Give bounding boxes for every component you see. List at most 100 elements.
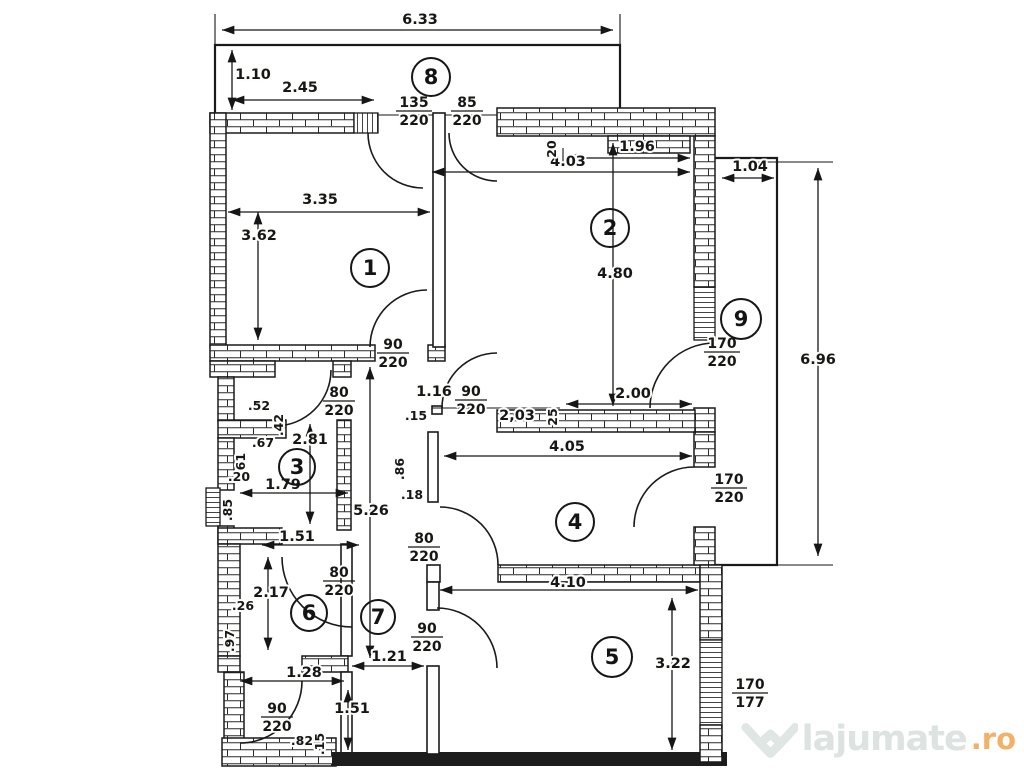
dim-r1-height: 3.62 [241, 228, 277, 244]
room-number-1: 1 [363, 256, 378, 280]
door-arc-room4-pass [439, 506, 499, 566]
door-label-balcony9-w: 170 [707, 336, 736, 352]
wall-segment [426, 564, 441, 583]
door-label-room3-w: 80 [329, 385, 349, 401]
dim-r3-s85: .85 [220, 499, 235, 521]
window-left [205, 487, 221, 527]
door-arc-85 [448, 132, 498, 182]
door-label-room4-right-h: 220 [714, 490, 743, 506]
door-label-85-w: 85 [457, 95, 476, 111]
wall-segment [496, 409, 696, 433]
wall-segment [426, 665, 440, 755]
wall-segment [426, 581, 440, 611]
dim-r1-width: 3.35 [302, 192, 338, 208]
room-markers: 1 2 3 4 5 6 7 8 9 [278, 57, 762, 678]
dimension-labels: 6.33 1.10 2.45 3.35 3.62 4.03 1.96 20 1.… [218, 10, 838, 757]
door-label-room6-w: 80 [329, 565, 349, 581]
wall-bottom [332, 752, 727, 766]
wall-segment [217, 437, 235, 491]
wall-segment [209, 360, 276, 378]
dim-r6-height: 2.17 [253, 585, 289, 601]
room-number-3: 3 [290, 455, 305, 479]
wall-segment [223, 671, 245, 743]
room-number-8: 8 [424, 65, 439, 89]
dim-b9-width: 1.04 [732, 159, 768, 175]
wall-segment [693, 135, 716, 288]
door-arcs [239, 132, 716, 744]
wall-room4-room5 [497, 564, 701, 583]
room-circle-2 [590, 208, 630, 248]
dim-entry-s82: .82 [291, 733, 313, 748]
wall-segment [217, 419, 287, 439]
window-top [353, 112, 379, 134]
dim-r2-top: 4.03 [550, 154, 586, 170]
wall-segment [693, 526, 716, 566]
door-label-room5-w: 90 [417, 621, 437, 637]
watermark-brand: lajumate [801, 719, 968, 759]
wall-segment [217, 376, 235, 423]
room-circle-9 [720, 298, 762, 340]
dim-r5-width: 4.10 [550, 575, 586, 591]
dim-r2-top-inner: 1.96 [619, 139, 655, 155]
room-circle-5 [591, 636, 633, 678]
watermark-tld: .ro [970, 722, 1016, 756]
wall-segment [301, 655, 349, 673]
door-label-135-h: 220 [399, 113, 428, 129]
door-label-85-h: 220 [452, 113, 481, 129]
door-label-room4-right-w: 170 [714, 472, 743, 488]
dim-entry-width: 1.28 [286, 665, 322, 681]
room-circle-6 [290, 594, 328, 632]
door-label-room4-pass-w: 80 [414, 531, 434, 547]
door-arc-room4-right [633, 466, 695, 528]
dim-pass-s25: 25 [545, 408, 560, 425]
dim-balcony-depth: 1.10 [235, 67, 271, 83]
walls [205, 107, 727, 767]
dim-r3-s67: .67 [252, 435, 274, 450]
window-label-w: 170 [735, 677, 764, 693]
dim-r4-s18: .18 [401, 487, 423, 502]
wall-segment [217, 527, 283, 545]
dim-r2-height: 4.80 [597, 266, 633, 282]
wall-segment [209, 112, 355, 134]
room-circle-1 [350, 248, 390, 288]
wall-segment [496, 107, 716, 137]
room-number-5: 5 [605, 645, 620, 669]
door-label-room4-pass-h: 220 [409, 549, 438, 565]
window-label-h: 177 [735, 695, 764, 711]
room-circle-4 [555, 502, 595, 542]
dim-r3-s52: .52 [248, 398, 270, 413]
wall-segment [332, 360, 352, 378]
wall-segment [693, 431, 716, 468]
dim-r3-s61: .61 [233, 453, 248, 475]
door-label-room1-h: 220 [378, 355, 407, 371]
door-arc-room3 [274, 369, 332, 427]
dim-right-height: 6.96 [800, 352, 836, 368]
room-number-7: 7 [371, 605, 386, 629]
dim-r3-s20: .20 [228, 469, 250, 484]
watermark: lajumate.ro [740, 716, 1016, 762]
dim-r2-niche: 2.00 [615, 386, 651, 402]
dim-hall-116: 1.16 [416, 384, 452, 400]
wall-segment [693, 407, 716, 433]
wall-room1-room2 [432, 112, 446, 348]
dim-r3-height: 2.81 [292, 432, 328, 448]
lajumate-logo-icon [741, 723, 798, 758]
door-arc-room6 [281, 556, 353, 628]
dim-balcony-left: 2.45 [282, 80, 318, 96]
dim-r5-height: 3.22 [655, 656, 691, 672]
dim-pass-203: 2,03 [499, 408, 535, 424]
dim-r6-top: 1.51 [279, 529, 315, 545]
wall-room3-hall [336, 419, 352, 531]
wall-segment [607, 135, 691, 154]
door-label-hall-room2-w: 90 [461, 384, 481, 400]
balcony-8-outline [213, 43, 622, 117]
wall-segment [699, 724, 723, 763]
dim-total-width: 6.33 [402, 12, 438, 28]
door-label-entry-w: 90 [267, 701, 287, 717]
dimension-lines [214, 14, 833, 750]
dim-r3-s42: .42 [271, 414, 286, 436]
door-arc-room1 [369, 289, 428, 348]
window-room5 [699, 639, 723, 726]
